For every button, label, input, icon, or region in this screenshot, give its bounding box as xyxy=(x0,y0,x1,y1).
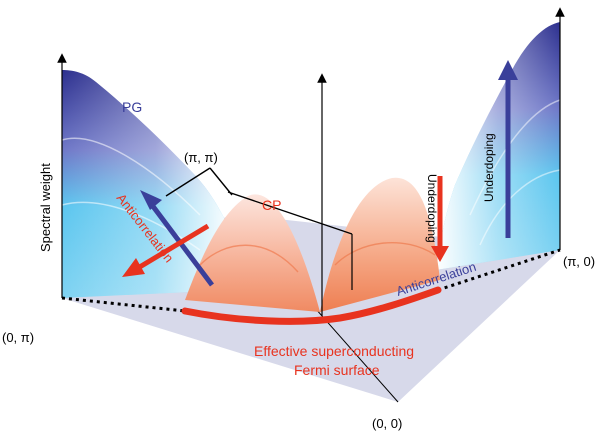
fermi-surface-label-line1: Effective superconducting xyxy=(254,343,414,359)
left-red-arrow xyxy=(136,223,210,271)
left-blue-arrow xyxy=(150,203,214,287)
right-red-arrowhead xyxy=(431,246,449,262)
underdoping-left-label: Underdoping xyxy=(425,174,439,243)
spectral-weight-label: Spectral weight xyxy=(38,163,53,252)
pi-pi-label: (π, π) xyxy=(184,150,218,165)
fermi-dotted-right xyxy=(437,248,561,292)
cp-label: CP xyxy=(262,197,281,213)
pi-zero-label: (π, 0) xyxy=(563,254,595,269)
right-cp-peak xyxy=(320,177,440,312)
fermi-surface-label-line2: Fermi surface xyxy=(294,362,380,378)
effective-fermi-surface-arc xyxy=(181,286,442,325)
right-blue-arrowhead xyxy=(498,60,518,80)
zero-zero-label: (0, 0) xyxy=(372,416,402,431)
left-cp-peak xyxy=(185,194,320,312)
left-blue-arrowhead xyxy=(140,190,162,210)
zero-pi-label: (0, π) xyxy=(2,330,34,345)
underdoping-right-label: Underdoping xyxy=(482,133,496,202)
left-red-arrowhead xyxy=(122,258,145,277)
pg-label: PG xyxy=(122,99,142,115)
